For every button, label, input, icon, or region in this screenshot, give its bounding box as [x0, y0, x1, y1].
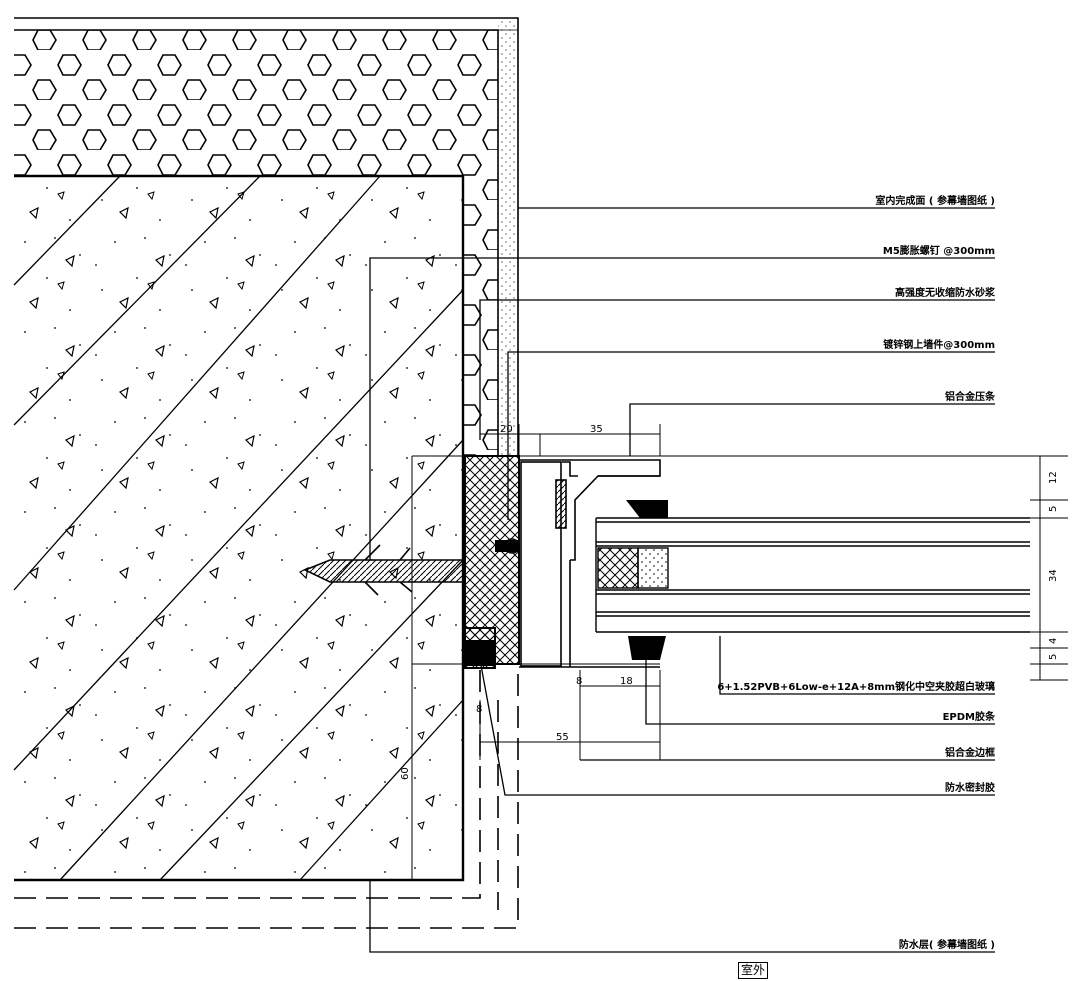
dim-20: 20	[500, 424, 513, 435]
label-indoor-finish: 室内完成面 ( 参幕墙图纸 )	[875, 194, 995, 207]
dim-5: 5	[1048, 506, 1059, 512]
dim-8: 8	[476, 704, 482, 715]
dimension-lines	[411, 424, 1068, 880]
dim-18: 18	[620, 676, 633, 687]
dim-8b: 8	[576, 676, 582, 687]
label-m5-bolt: M5膨胀螺钉 @300mm	[883, 244, 995, 257]
dim-12: 12	[1048, 471, 1059, 484]
label-waterproof-sealant: 防水密封胶	[945, 781, 995, 794]
aluminium-frame	[519, 459, 661, 668]
dim-4: 4	[1048, 638, 1059, 644]
leader-lines	[369, 207, 995, 953]
dim-5b: 5	[1048, 654, 1059, 660]
label-glass-spec: 6+1.52PVB+6Low-e+12A+8mm钢化中空夹胶超白玻璃	[717, 680, 995, 693]
label-alu-press-strip: 铝合金压条	[945, 390, 996, 403]
outdoor-tag: 室外	[738, 962, 769, 979]
label-waterproof-layer: 防水层( 参幕墙图纸 )	[899, 938, 995, 951]
dim-60: 60	[400, 767, 411, 780]
dim-55: 55	[556, 732, 569, 743]
indoor-plaster-band	[14, 17, 519, 456]
label-epdm-strip: EPDM胶条	[943, 710, 996, 723]
label-waterproof-mortar: 高强度无收缩防水砂浆	[895, 286, 996, 299]
label-alu-frame: 铝合金边框	[945, 746, 995, 759]
expansion-bolt	[303, 538, 520, 596]
label-galv-connector: 镀锌钢上墙件@300mm	[883, 338, 995, 351]
mortar-block	[464, 455, 520, 669]
dim-35: 35	[590, 424, 603, 435]
annotations: 室内完成面 ( 参幕墙图纸 ) M5膨胀螺钉 @300mm 高强度无收缩防水砂浆…	[400, 194, 1059, 951]
insulated-glass-unit	[595, 517, 1030, 633]
concrete-wall	[13, 174, 465, 882]
epdm-strips	[626, 500, 668, 660]
dim-34: 34	[1048, 569, 1059, 582]
